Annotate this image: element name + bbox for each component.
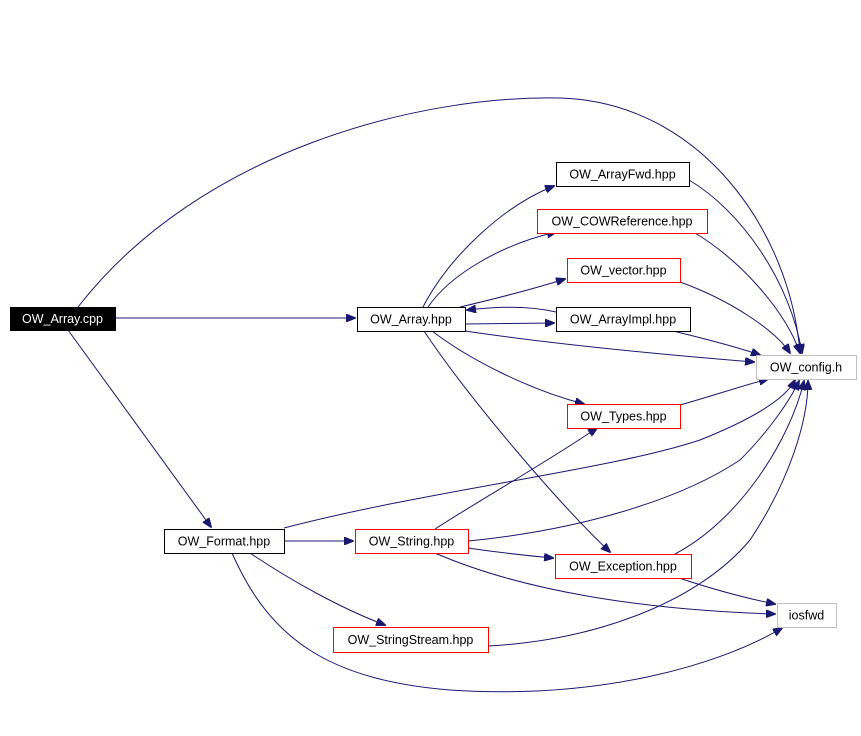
node-ow-string-hpp[interactable]: OW_String.hpp <box>355 529 469 554</box>
node-box <box>333 627 489 653</box>
node-box <box>567 258 681 283</box>
edge-ow-array-hpp-to-ow-arrayimpl-hpp <box>464 323 554 324</box>
node-box <box>10 307 116 331</box>
edge-ow-stringstream-hpp-to-ow-config-h <box>487 381 808 647</box>
node-label: OW_String.hpp <box>369 535 455 549</box>
node-ow-types-hpp[interactable]: OW_Types.hpp <box>567 404 681 429</box>
edge-ow-format-hpp-to-ow-config-h <box>283 380 795 529</box>
edge-ow-array-hpp-to-ow-arrayfwd-hpp <box>422 186 554 308</box>
edge-ow-array-hpp-to-ow-vector-hpp <box>459 279 565 308</box>
node-label: OW_vector.hpp <box>580 264 666 278</box>
edge-ow-array-hpp-to-ow-config-h <box>464 330 754 362</box>
node-ow-arrayfwd-hpp[interactable]: OW_ArrayFwd.hpp <box>556 162 690 187</box>
node-ow-vector-hpp[interactable]: OW_vector.hpp <box>567 258 681 283</box>
node-ow-array-cpp[interactable]: OW_Array.cpp <box>10 307 116 331</box>
node-label: OW_Array.hpp <box>370 313 452 327</box>
node-ow-config-h[interactable]: OW_config.h <box>756 355 857 380</box>
node-box <box>357 307 466 332</box>
edge-ow-string-hpp-to-iosfwd <box>434 552 775 614</box>
node-ow-arrayimpl-hpp[interactable]: OW_ArrayImpl.hpp <box>556 307 691 332</box>
edge-ow-exception-hpp-to-iosfwd <box>678 577 775 604</box>
edge-ow-array-cpp-to-ow-config-h <box>77 97 800 353</box>
edge-ow-string-hpp-to-ow-config-h <box>467 381 799 542</box>
node-box <box>164 529 285 554</box>
node-box <box>537 209 708 234</box>
edge-ow-cowreference-hpp-to-ow-config-h <box>694 232 800 353</box>
edge-ow-array-hpp-to-ow-exception-hpp <box>423 330 610 552</box>
node-ow-stringstream-hpp[interactable]: OW_StringStream.hpp <box>333 627 489 653</box>
node-box <box>556 162 690 187</box>
edge-ow-arrayimpl-hpp-to-ow-config-h <box>672 330 760 355</box>
node-label: OW_ArrayFwd.hpp <box>569 168 675 182</box>
node-ow-format-hpp[interactable]: OW_Format.hpp <box>164 529 285 554</box>
node-ow-exception-hpp[interactable]: OW_Exception.hpp <box>555 554 692 579</box>
node-label: OW_StringStream.hpp <box>348 633 474 647</box>
nodes: OW_Array.cpp OW_Array.hpp OW_ArrayFwd.hppO… <box>10 162 857 653</box>
edge-ow-arrayimpl-hpp-to-ow-array-hpp <box>467 307 557 312</box>
node-iosfwd[interactable]: iosfwd <box>777 603 837 628</box>
node-label: OW_Types.hpp <box>580 410 666 424</box>
edge-ow-array-hpp-to-ow-types-hpp <box>431 330 584 404</box>
edge-ow-exception-hpp-to-ow-config-h <box>674 381 804 555</box>
node-label: OW_Array.cpp <box>22 312 103 326</box>
node-label: OW_Exception.hpp <box>569 560 677 574</box>
node-box <box>777 603 837 628</box>
edge-ow-types-hpp-to-ow-config-h <box>679 379 768 406</box>
node-box <box>555 554 692 579</box>
edge-ow-vector-hpp-to-ow-config-h <box>679 281 790 353</box>
node-ow-array-hpp[interactable]: OW_Array.hpp <box>357 307 466 332</box>
edge-ow-array-hpp-to-ow-cowreference-hpp <box>427 232 556 308</box>
node-box <box>756 355 857 380</box>
edge-ow-arrayfwd-hpp-to-ow-config-h <box>688 179 802 353</box>
edge-ow-format-hpp-to-ow-stringstream-hpp <box>249 552 385 625</box>
node-label: OW_ArrayImpl.hpp <box>570 313 676 327</box>
edge-ow-array-cpp-to-ow-format-hpp <box>67 329 211 527</box>
node-ow-cowreference-hpp[interactable]: OW_COWReference.hpp <box>537 209 708 234</box>
node-box <box>556 307 691 332</box>
node-box <box>567 404 681 429</box>
edges <box>67 97 808 693</box>
edge-ow-string-hpp-to-ow-exception-hpp <box>467 547 553 558</box>
edge-ow-string-hpp-to-ow-types-hpp <box>434 428 597 530</box>
node-label: OW_Format.hpp <box>178 535 270 549</box>
edge-ow-format-hpp-to-iosfwd <box>231 552 782 693</box>
node-label: OW_COWReference.hpp <box>551 215 692 229</box>
node-label: iosfwd <box>789 609 824 623</box>
node-box <box>355 529 469 554</box>
node-label: OW_config.h <box>770 361 842 375</box>
